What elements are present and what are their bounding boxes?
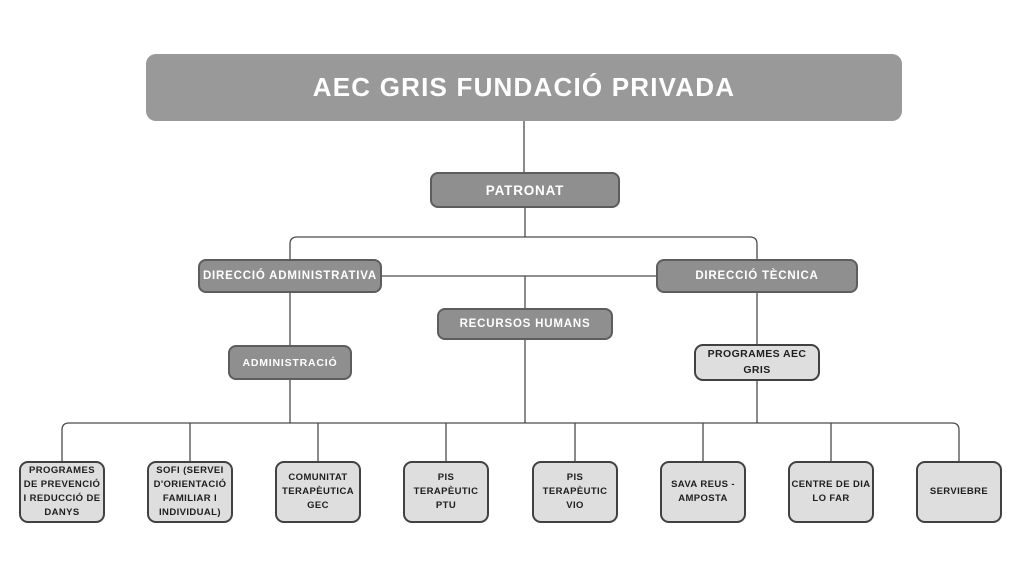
node-programes-prevencio-reduccio-danys: PROGRAMES DE PREVENCIÓ I REDUCCIÓ DE DAN… [19,461,105,523]
recursos-humans-label: RECURSOS HUMANS [459,318,591,330]
leaf-label: PIS TERAPÈUTIC PTU [413,471,479,512]
node-sava-reus-amposta: SAVA REUS - AMPOSTA [660,461,746,523]
node-root-title: AEC GRIS FUNDACIÓ PRIVADA [146,54,902,121]
direccio-tecnica-label: DIRECCIÓ TÈCNICA [695,270,819,282]
node-patronat: PATRONAT [430,172,620,208]
leaf-label: PROGRAMES DE PREVENCIÓ I REDUCCIÓ DE DAN… [23,464,101,519]
leaf-label: CENTRE DE DIA LO FAR [791,478,871,504]
leaf-label: PIS TERAPÈUTIC VIO [542,471,608,512]
leaf-label: COMUNITAT TERAPÈUTICA GEC [282,471,354,512]
programes-aec-gris-label: PROGRAMES AEC GRIS [707,347,807,376]
node-direccio-tecnica: DIRECCIÓ TÈCNICA [656,259,858,293]
root-title-label: AEC GRIS FUNDACIÓ PRIVADA [312,72,736,102]
leaf-label: SOFI (SERVEI D'ORIENTACIÓ FAMILIAR I IND… [153,464,227,519]
administracio-label: ADMINISTRACIÓ [242,356,338,369]
node-centre-de-dia-lo-far: CENTRE DE DIA LO FAR [788,461,874,523]
node-direccio-administrativa: DIRECCIÓ ADMINISTRATIVA [198,259,382,293]
leaf-label: SERVIEBRE [929,485,989,497]
node-programes-aec-gris: PROGRAMES AEC GRIS [694,344,820,381]
node-pis-terapeutic-vio: PIS TERAPÈUTIC VIO [532,461,618,523]
node-serviebre: SERVIEBRE [916,461,1002,523]
patronat-label: PATRONAT [485,182,565,198]
leaf-label: SAVA REUS - AMPOSTA [671,478,735,504]
node-pis-terapeutic-ptu: PIS TERAPÈUTIC PTU [403,461,489,523]
direccio-administrativa-label: DIRECCIÓ ADMINISTRATIVA [202,270,378,282]
node-recursos-humans: RECURSOS HUMANS [437,308,613,340]
node-comunitat-terapeutica-gec: COMUNITAT TERAPÈUTICA GEC [275,461,361,523]
node-administracio: ADMINISTRACIÓ [228,345,352,380]
node-sofi-servei-orientacio: SOFI (SERVEI D'ORIENTACIÓ FAMILIAR I IND… [147,461,233,523]
